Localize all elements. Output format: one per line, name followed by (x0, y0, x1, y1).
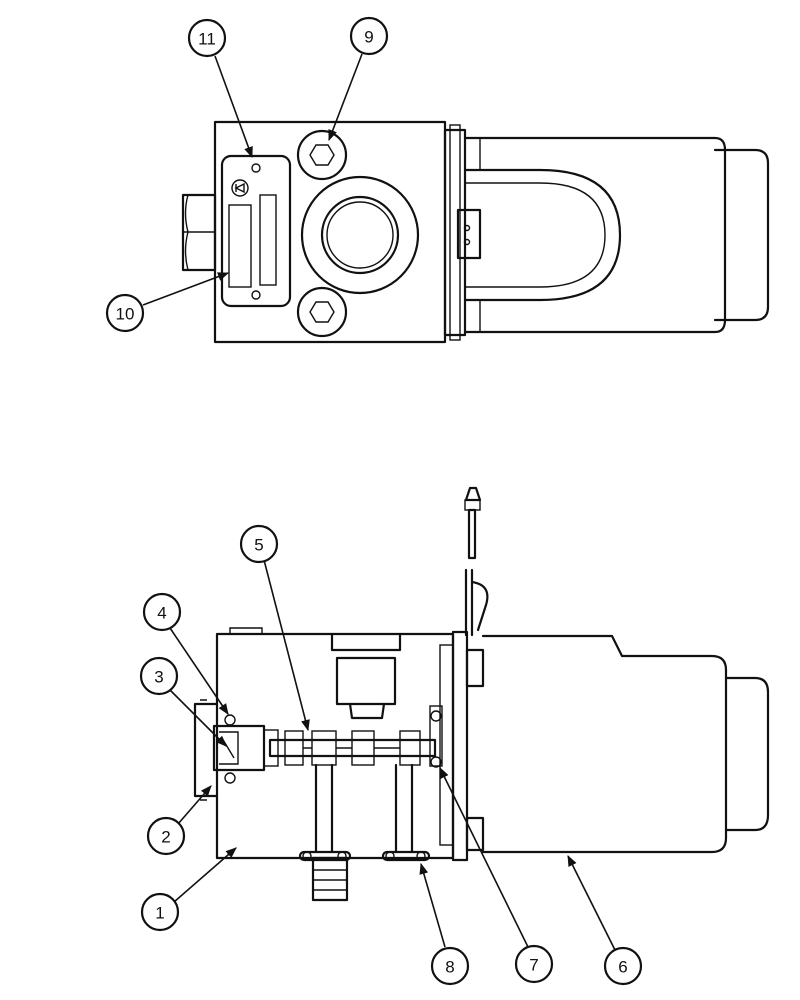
section-valve-body (215, 632, 455, 860)
callout-11: 11 (187, 18, 253, 159)
callout-3: 3 (139, 656, 227, 747)
callout-9-label: 9 (364, 28, 373, 47)
end-fitting (193, 699, 279, 801)
callout-2: 2 (146, 785, 212, 856)
bottom-fitting (311, 856, 349, 902)
top-view (181, 120, 770, 344)
callout-10: 10 (105, 272, 230, 333)
seal-ring (429, 705, 443, 768)
section-solenoid-coil (481, 634, 770, 854)
callout-8-label: 8 (445, 958, 454, 977)
electrical-lug (464, 568, 489, 637)
callout-10-label: 10 (116, 305, 135, 324)
mounting-bolt-bottom (296, 286, 348, 338)
callout-7-label: 7 (529, 956, 538, 975)
pilot-poppet (330, 632, 402, 720)
callout-3-label: 3 (154, 668, 163, 687)
callout-5: 5 (239, 524, 310, 732)
callout-11-label: 11 (198, 30, 216, 49)
section-view (193, 486, 770, 902)
top-solenoid-collar (443, 124, 482, 341)
top-solenoid-coil (463, 136, 770, 334)
override-pin (464, 486, 482, 560)
connector-plate (220, 154, 292, 308)
callout-5-label: 5 (254, 536, 263, 555)
callout-1-label: 1 (155, 904, 164, 923)
callout-4: 4 (142, 592, 229, 715)
callout-6-label: 6 (618, 958, 627, 977)
callout-1: 1 (140, 847, 237, 932)
callout-8: 8 (419, 862, 470, 986)
callout-4-label: 4 (157, 604, 166, 623)
top-hex-nut (181, 193, 217, 272)
center-port (300, 175, 420, 295)
callout-6: 6 (567, 854, 643, 986)
callout-7: 7 (439, 766, 554, 984)
mounting-bolt-top (296, 129, 348, 181)
callout-2-label: 2 (161, 828, 170, 847)
internal-passages (314, 763, 414, 854)
callout-9: 9 (328, 16, 389, 142)
section-flange (439, 630, 485, 862)
bottom-o-rings (298, 850, 431, 862)
spool (268, 730, 437, 766)
